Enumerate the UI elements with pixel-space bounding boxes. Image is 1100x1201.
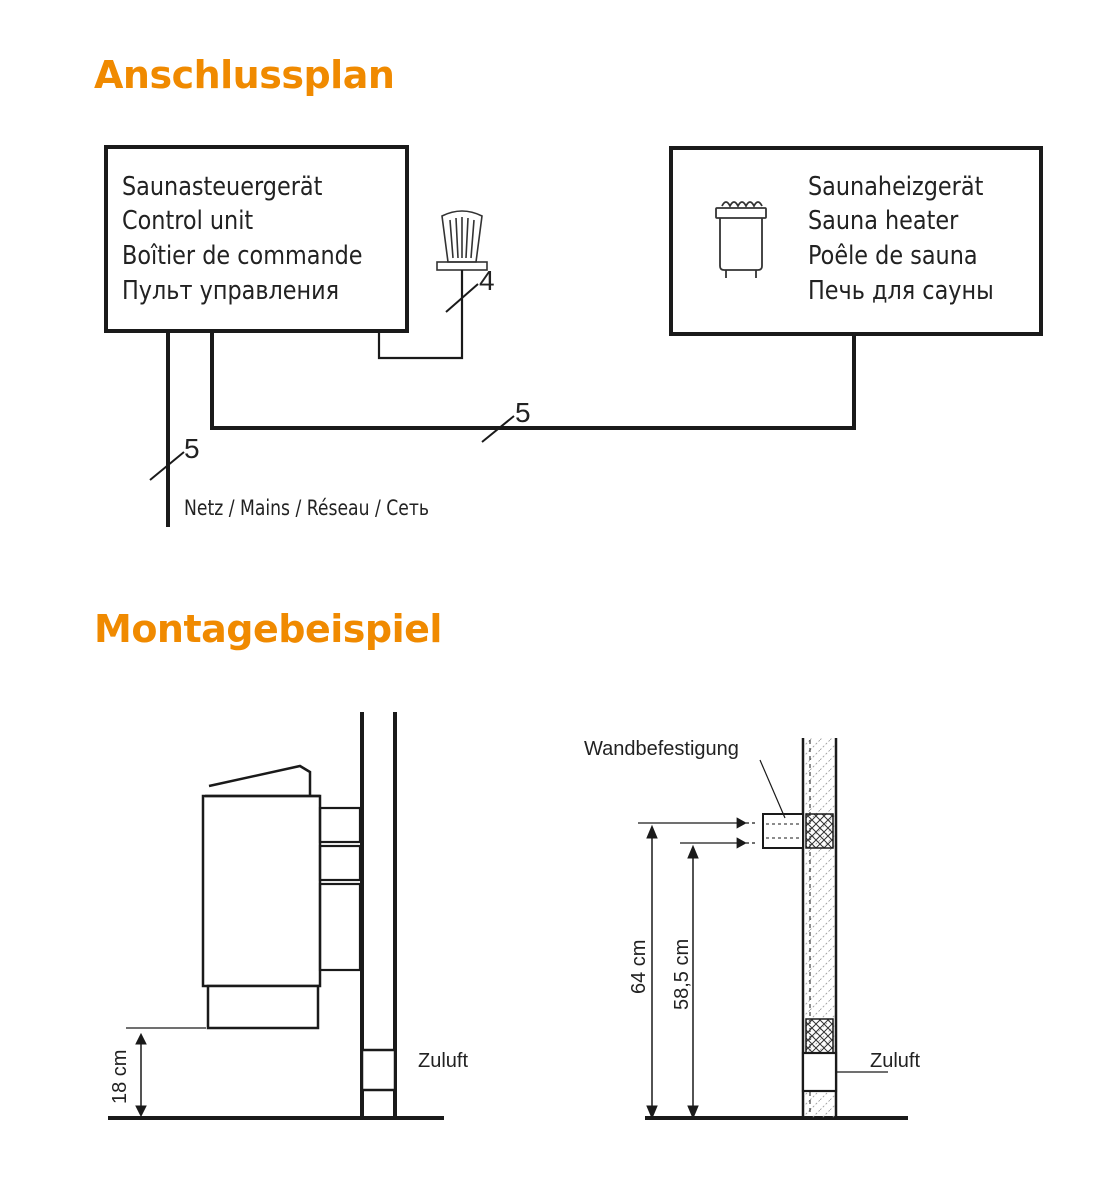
mounting-left-drawing [108, 712, 444, 1120]
left-air-supply-label: Zuluft [418, 1050, 468, 1072]
sauna-heater-line-ru: Печь для сауны [808, 274, 994, 305]
mains-wire-count: 5 [184, 433, 200, 464]
mains-label: Netz / Mains / Réseau / Сеть [184, 495, 429, 520]
right-outer-height-label: 64 cm [628, 940, 650, 994]
mounting-example-heading: Montagebeispiel [94, 607, 442, 651]
right-inner-height-label: 58,5 cm [671, 939, 693, 1010]
sauna-heater-icon [715, 201, 767, 278]
wiring-lines [149, 270, 856, 527]
left-height-label: 18 cm [109, 1050, 131, 1104]
control-unit-line-en: Control unit [122, 204, 253, 235]
right-air-supply-label: Zuluft [870, 1050, 920, 1072]
sensor-wire-count: 4 [479, 265, 495, 296]
control-unit-line-fr: Boîtier de commande [122, 239, 363, 270]
sauna-heater-line-en: Sauna heater [808, 204, 958, 235]
connection-plan-heading: Anschlussplan [94, 53, 395, 97]
heater-wire-tick [481, 415, 515, 443]
wall-mount-label: Wandbefestigung [584, 738, 739, 760]
mains-wire-tick [149, 451, 185, 481]
heater-wire [210, 331, 856, 430]
sensor-wire [377, 270, 464, 360]
heater-wire-count: 5 [515, 397, 531, 428]
mounting-right-drawing [638, 738, 908, 1120]
sauna-heater-labels: Saunaheizgerät Sauna heater Poêle de sau… [808, 170, 994, 305]
sensor-wire-tick [445, 283, 479, 313]
control-unit-line-de: Saunasteuergerät [122, 170, 322, 201]
control-unit-line-ru: Пульт управления [122, 274, 339, 305]
temperature-sensor-icon [436, 210, 488, 271]
control-unit-labels: Saunasteuergerät Control unit Boîtier de… [122, 170, 363, 305]
control-unit-box [104, 145, 409, 333]
sauna-heater-line-fr: Poêle de sauna [808, 239, 978, 270]
sauna-heater-line-de: Saunaheizgerät [808, 170, 983, 201]
